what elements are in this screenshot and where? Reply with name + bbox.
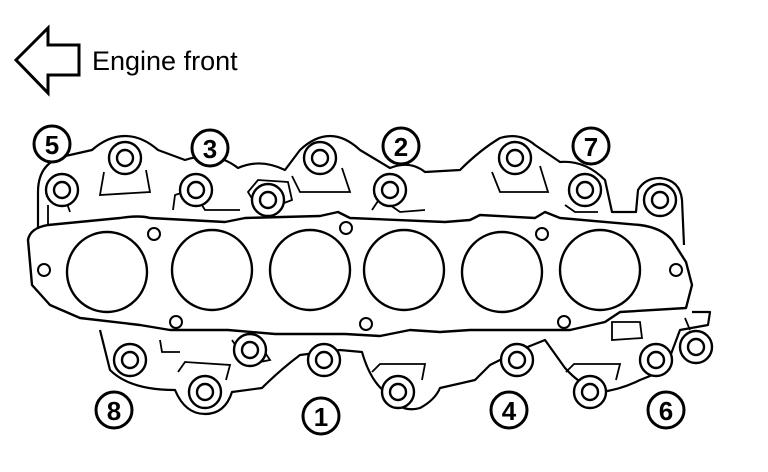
bolt-bottom-8b — [187, 374, 223, 410]
bolt-top-5 — [44, 172, 80, 208]
badge-top-2: 2 — [381, 126, 421, 166]
badge-bottom-6: 6 — [646, 390, 686, 430]
bolt-bottom-6 — [638, 342, 674, 378]
port-4 — [362, 228, 446, 312]
svg-text:2: 2 — [394, 132, 408, 162]
upper-manifold-outline — [36, 134, 686, 262]
port-6 — [558, 228, 642, 312]
bolt-bottom-mid1 — [232, 332, 268, 368]
badge-top-5: 5 — [32, 124, 72, 164]
badge-bottom-4: 4 — [489, 390, 529, 430]
dowel-holes — [37, 221, 683, 331]
svg-text:5: 5 — [45, 130, 59, 160]
left-arrow-icon — [13, 24, 81, 97]
svg-text:8: 8 — [107, 396, 121, 426]
bolt-top-2a — [302, 140, 338, 176]
bolt-bottom-right — [678, 329, 714, 365]
bolt-top-2 — [372, 172, 408, 208]
port-2 — [170, 228, 254, 312]
bolt-top-5b — [107, 140, 143, 176]
svg-text:1: 1 — [314, 402, 328, 432]
badge-bottom-1: 1 — [301, 396, 341, 436]
bolt-top-3b — [250, 182, 286, 218]
svg-text:6: 6 — [659, 396, 673, 426]
bolt-bottom-1b — [380, 374, 416, 410]
sequence-badges: 5 3 2 7 8 1 4 6 — [32, 124, 686, 436]
svg-text:3: 3 — [203, 134, 217, 164]
bolts — [44, 140, 714, 410]
intake-ports — [65, 228, 642, 314]
bolt-top-7a — [497, 140, 533, 176]
bolt-bottom-1 — [306, 342, 342, 378]
bolt-top-3 — [178, 172, 214, 208]
engine-front-label: Engine front — [92, 46, 238, 76]
bolt-top-right — [642, 182, 678, 218]
bolt-top-7 — [567, 172, 603, 208]
badge-top-3: 3 — [190, 128, 230, 168]
bolt-bottom-4b — [572, 374, 608, 410]
bolt-bottom-8 — [112, 342, 148, 378]
badge-top-7: 7 — [571, 126, 611, 166]
port-1 — [65, 230, 149, 314]
port-3 — [268, 228, 352, 312]
svg-text:4: 4 — [502, 396, 517, 426]
badge-bottom-8: 8 — [94, 390, 134, 430]
bolt-bottom-4 — [499, 342, 535, 378]
svg-text:7: 7 — [584, 132, 598, 162]
port-5 — [460, 230, 544, 314]
